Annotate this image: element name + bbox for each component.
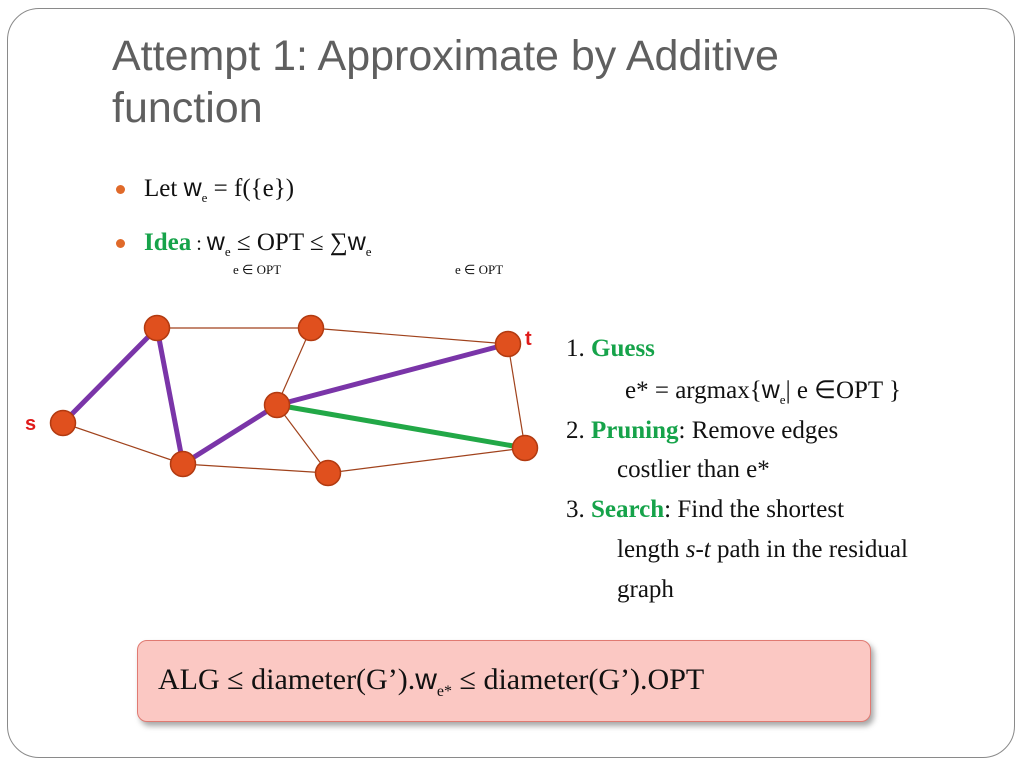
- step-1-formula: e* = argmax{we| e ∈OPT }: [625, 376, 901, 407]
- slide-title: Attempt 1: Approximate by Additive funct…: [112, 32, 779, 132]
- bullet-let-suffix: = f({e}): [207, 175, 295, 202]
- bullet-let-w: w: [183, 174, 202, 202]
- edge: [276, 404, 329, 474]
- node-3: [263, 391, 291, 419]
- node-s: [49, 409, 77, 437]
- path-edge: [274, 341, 511, 408]
- step-search: Search: [591, 496, 665, 523]
- idea-sub2: e: [365, 244, 372, 259]
- graph-path-edges: [60, 325, 511, 467]
- step-2-line2: costlier than e*: [617, 456, 770, 483]
- step-1: 1. Guess: [566, 335, 655, 362]
- step-3-line3: graph: [617, 576, 674, 603]
- edge: [310, 327, 509, 345]
- label-t: t: [525, 328, 532, 350]
- path-edge: [154, 325, 186, 467]
- path-edge: [180, 402, 280, 467]
- edge: [507, 343, 526, 449]
- bullet-let-sub: e: [201, 190, 208, 205]
- edge: [62, 422, 184, 465]
- step-2: 2. Pruning: Remove edges: [566, 417, 839, 444]
- idea-under-opt-2: e ∈ OPT: [455, 262, 504, 277]
- node-5: [314, 459, 342, 487]
- bullet-dot-icon: [116, 239, 125, 248]
- graph-nodes: [49, 314, 539, 487]
- node-1: [143, 314, 171, 342]
- bullet-let-prefix: Let: [144, 175, 184, 202]
- alg-bound-box: ALG ≤ diameter(G’).we* ≤ diameter(G’).OP…: [137, 640, 871, 722]
- idea-w1: w: [206, 228, 225, 256]
- step-guess: Guess: [591, 335, 655, 362]
- idea-sub1: e: [224, 244, 231, 259]
- alg-bound-text: ALG ≤ diameter(G’).we* ≤ diameter(G’).OP…: [158, 663, 705, 700]
- graph-thin-edges: [62, 327, 526, 474]
- idea-sum: ∑: [329, 229, 348, 256]
- step-3: 3. Search: Find the shortest: [566, 496, 845, 523]
- edge: [182, 463, 329, 474]
- idea-under-opt-1: e ∈ OPT: [233, 262, 282, 277]
- idea-label: Idea: [144, 229, 192, 256]
- node-t: [494, 330, 522, 358]
- node-2: [297, 314, 325, 342]
- step-3-line2: length s-t path in the residual: [617, 536, 908, 563]
- bullet-dot-icon: [116, 185, 125, 194]
- slide-frame: [7, 8, 1015, 758]
- idea-w2: w: [347, 228, 366, 256]
- node-6: [511, 434, 539, 462]
- heavy-edge-e-star: [274, 402, 528, 451]
- step-pruning: Pruning: [591, 417, 679, 444]
- label-s: s: [25, 413, 37, 435]
- idea-leq-opt: ≤ OPT: [236, 229, 310, 256]
- edge: [327, 447, 526, 474]
- edge: [276, 327, 312, 406]
- node-4: [169, 450, 197, 478]
- idea-leq2: ≤: [309, 229, 324, 256]
- path-edge: [60, 325, 160, 426]
- idea-colon: :: [191, 233, 207, 255]
